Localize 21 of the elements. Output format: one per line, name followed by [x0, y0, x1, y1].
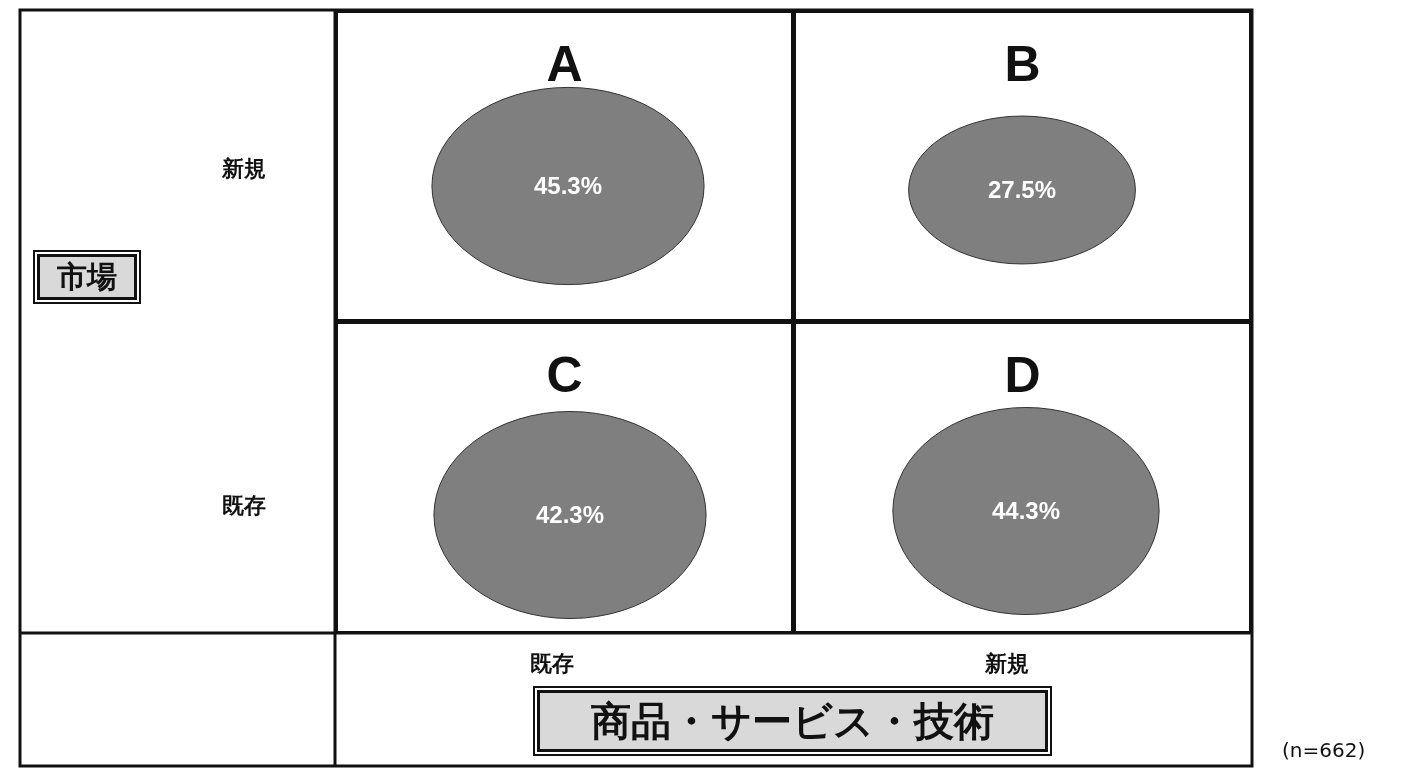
sample-size-note: (n=662)	[1282, 738, 1366, 762]
percentage-ellipse	[432, 410, 708, 620]
percentage-ellipse	[907, 115, 1137, 265]
percentage-ellipse	[891, 406, 1161, 616]
quadrant-cell	[335, 321, 794, 634]
quadrant-cell	[793, 321, 1252, 634]
percentage-ellipse	[430, 86, 706, 286]
percentage-value: 42.3%	[535, 501, 605, 529]
quadrant-letter: B	[1003, 35, 1042, 93]
axis-value-label: 新規	[222, 155, 266, 183]
quadrant-cell	[335, 10, 794, 322]
axis-value-label: 既存	[222, 492, 266, 520]
quadrant-cell	[793, 10, 1252, 322]
axis-value-label: 既存	[530, 650, 574, 678]
quadrant-letter: C	[545, 346, 584, 404]
percentage-value: 45.3%	[533, 172, 603, 200]
quadrant-letter: A	[545, 35, 584, 93]
percentage-value: 27.5%	[987, 176, 1057, 204]
quadrant-letter: D	[1003, 346, 1042, 404]
percentage-value: 44.3%	[991, 497, 1061, 525]
axis-value-label: 新規	[985, 650, 1029, 678]
